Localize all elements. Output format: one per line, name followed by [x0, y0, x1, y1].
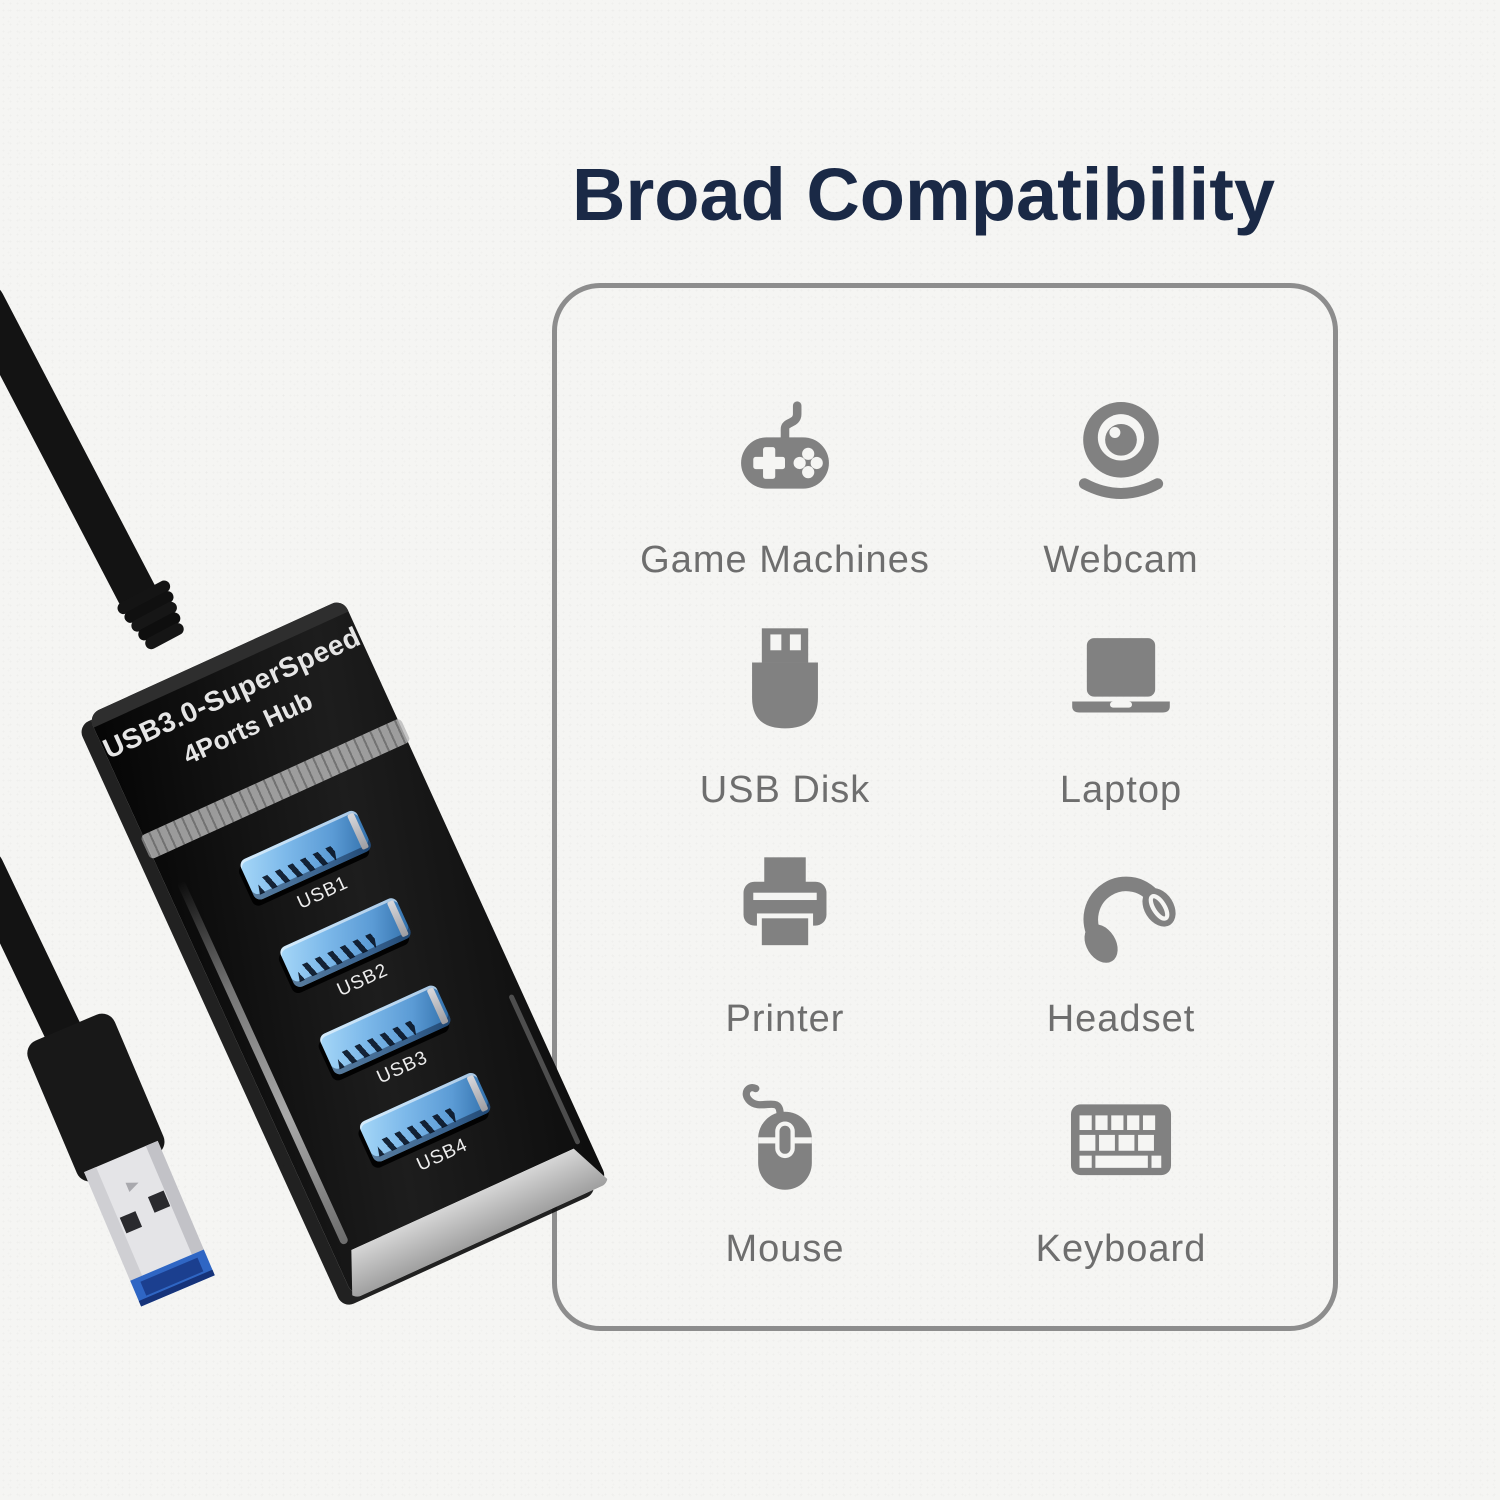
laptop-icon	[1072, 637, 1170, 713]
device-label: USB Disk	[699, 768, 871, 811]
device-item-usb-disk: USB Disk	[617, 602, 953, 832]
connector-housing	[27, 1013, 165, 1182]
connector-shield	[84, 1140, 204, 1281]
device-item-webcam: Webcam	[953, 372, 1289, 602]
device-label: Game Machines	[640, 539, 930, 582]
usb-disk-icon	[752, 628, 818, 729]
gamepad-icon	[741, 401, 829, 489]
device-item-mouse: Mouse	[617, 1061, 953, 1291]
keyboard-icon	[1070, 1104, 1172, 1175]
compatibility-panel: Game Machines Webcam USB Disk	[552, 283, 1338, 1331]
page-title: Broad Compatibility	[572, 153, 1276, 236]
printer-icon	[743, 857, 827, 951]
mouse-icon	[742, 1083, 812, 1190]
usb-logo-mark	[125, 1182, 139, 1192]
device-item-game-machines: Game Machines	[617, 372, 953, 602]
device-label: Printer	[725, 998, 845, 1041]
hub-cable	[0, 289, 160, 620]
device-label: Keyboard	[1035, 1227, 1207, 1270]
device-item-printer: Printer	[617, 831, 953, 1061]
strain-relief	[117, 580, 184, 650]
headset-icon	[1083, 876, 1176, 964]
device-label: Laptop	[1059, 768, 1183, 811]
device-label: Mouse	[725, 1227, 845, 1270]
device-item-keyboard: Keyboard	[953, 1061, 1289, 1291]
device-item-laptop: Laptop	[953, 602, 1289, 832]
device-label: Webcam	[1043, 539, 1199, 582]
device-item-headset: Headset	[953, 831, 1289, 1061]
device-label: Headset	[1046, 998, 1196, 1041]
usb-connector	[27, 1013, 215, 1307]
webcam-icon	[1078, 402, 1164, 500]
connector-cable	[0, 856, 91, 1069]
